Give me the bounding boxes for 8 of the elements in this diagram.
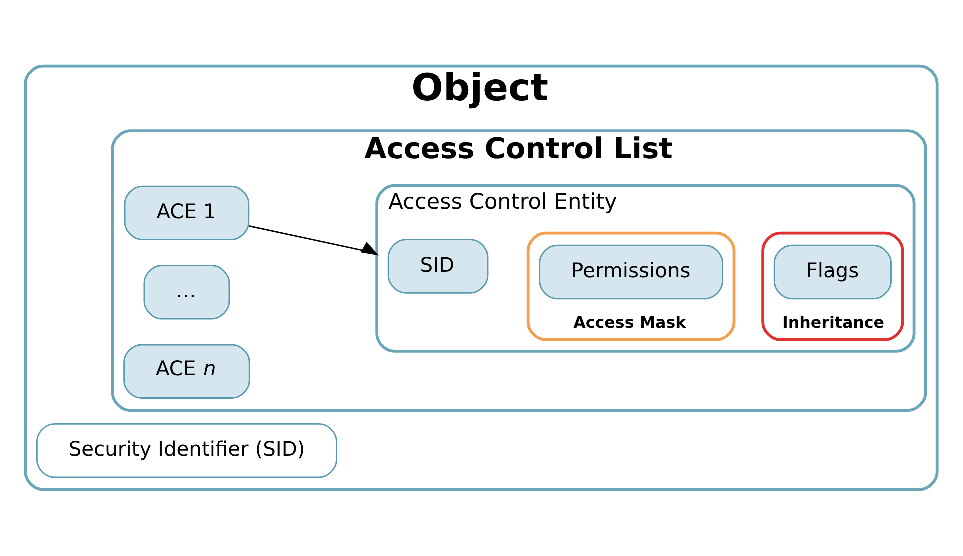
node-box: Permissions <box>539 244 724 300</box>
node-box: Security Identifier (SID) <box>36 423 338 478</box>
node-box: ACE n <box>124 344 250 399</box>
node-box: SID <box>388 239 489 294</box>
arrow <box>249 226 379 256</box>
node-box: ACE 1 <box>124 186 250 241</box>
node-box: Flags <box>774 244 892 300</box>
node-box: … <box>144 265 230 320</box>
